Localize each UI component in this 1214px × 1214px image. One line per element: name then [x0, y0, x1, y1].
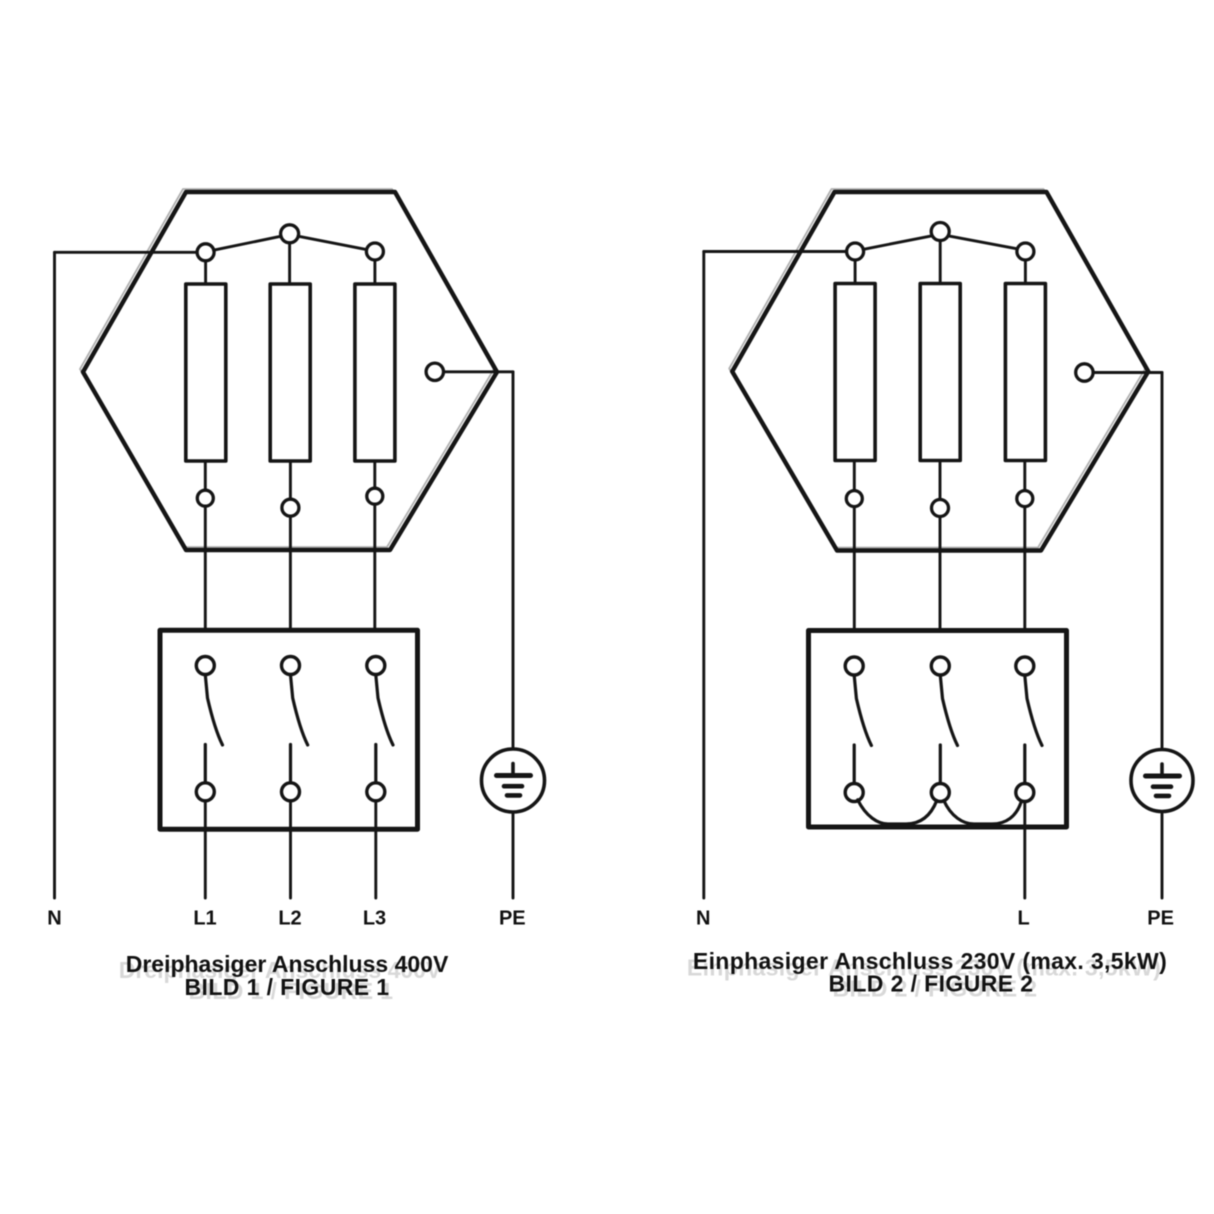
- svg-text:N: N: [47, 908, 61, 930]
- svg-text:L3: L3: [363, 908, 386, 930]
- svg-text:BILD 1 / FIGURE 1: BILD 1 / FIGURE 1: [189, 978, 394, 1004]
- svg-text:L1: L1: [193, 908, 216, 930]
- svg-text:BILD 1 / FIGURE 1: BILD 1 / FIGURE 1: [185, 974, 390, 1000]
- svg-text:BILD 2 / FIGURE 2: BILD 2 / FIGURE 2: [833, 976, 1038, 1002]
- svg-text:Dreiphasiger Anschluss 400V: Dreiphasiger Anschluss 400V: [119, 957, 442, 983]
- svg-text:Einphasiger Anschluss 230V (ma: Einphasiger Anschluss 230V (max. 3,5kW): [687, 955, 1161, 981]
- svg-text:Dreiphasiger Anschluss 400V: Dreiphasiger Anschluss 400V: [126, 951, 449, 977]
- svg-text:PE: PE: [499, 908, 526, 930]
- svg-text:N: N: [696, 908, 710, 930]
- svg-text:L: L: [1017, 908, 1029, 930]
- svg-text:BILD 2 / FIGURE 2: BILD 2 / FIGURE 2: [829, 971, 1034, 997]
- svg-text:L2: L2: [278, 908, 301, 930]
- svg-text:PE: PE: [1147, 908, 1174, 930]
- svg-text:Einphasiger Anschluss 230V (ma: Einphasiger Anschluss 230V (max. 3,5kW): [693, 948, 1167, 974]
